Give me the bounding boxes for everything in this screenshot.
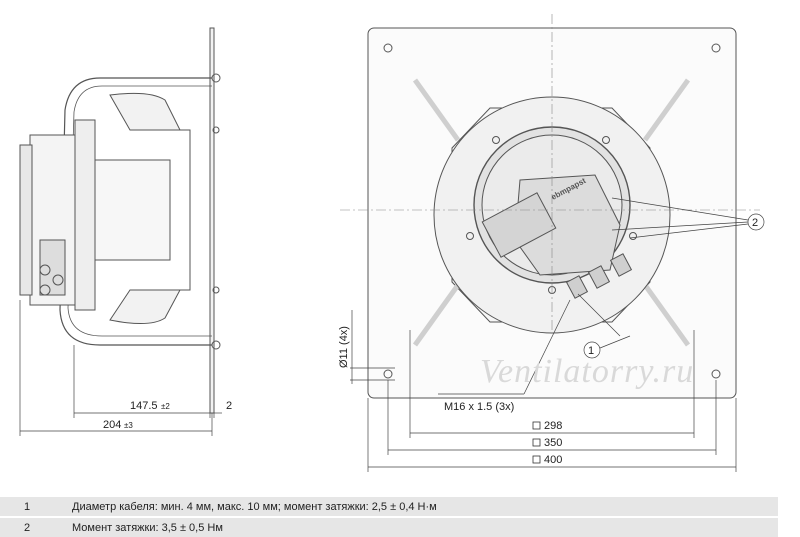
legend-row: 1 Диаметр кабеля: мин. 4 мм, макс. 10 мм… (0, 497, 778, 516)
guard-hole (629, 232, 637, 240)
cable-glands (39, 239, 66, 296)
fixing-point (211, 340, 221, 350)
fixing-point (211, 73, 221, 83)
width-dimensions (367, 330, 737, 472)
callout-1-label: 1 (588, 345, 594, 357)
cable-gland (609, 253, 633, 277)
strut (412, 283, 461, 347)
corner-hole (383, 43, 393, 53)
fixing-point (212, 126, 220, 134)
dim-147-tolerance: ±2 (161, 402, 170, 411)
hole-dimension (350, 310, 395, 384)
rotor-ring (74, 119, 96, 311)
callouts (577, 197, 765, 359)
cable-gland (587, 265, 611, 289)
thread-leader (438, 299, 571, 395)
guard-bar (59, 77, 212, 346)
gland-1 (39, 264, 51, 276)
impeller-blade (109, 289, 181, 324)
dim-204-tolerance: ±3 (124, 421, 133, 430)
corner-hole (711, 43, 721, 53)
strut (642, 283, 691, 347)
side-view (19, 27, 221, 414)
leader-1 (577, 293, 621, 337)
connector-housing (19, 144, 33, 296)
corner-hole (711, 369, 721, 379)
legend-text: Момент затяжки: 3,5 ± 0,5 Нм (72, 521, 223, 534)
guard-hole (602, 136, 610, 144)
legend-row: 2 Момент затяжки: 3,5 ± 0,5 Нм (0, 518, 778, 537)
watermark: Ventilatorry.ru (480, 353, 694, 390)
callout-1-circle (583, 341, 601, 359)
strut (642, 78, 691, 142)
legend-number: 2 (24, 521, 31, 534)
gland-3 (52, 274, 64, 286)
dim-204-label: 204 (103, 419, 121, 431)
corner-hole (383, 369, 393, 379)
leader-2 (611, 197, 749, 221)
strut (412, 78, 461, 142)
thread-label: M16 x 1.5 (3x) (444, 401, 514, 413)
cable-gland (565, 275, 589, 299)
dim-400-label: 400 (544, 454, 562, 466)
dim-350-label: 350 (544, 437, 562, 449)
callout-2-circle (747, 213, 765, 231)
callout-2-label: 2 (752, 217, 758, 229)
fixing-point (212, 286, 220, 294)
dim-147-label: 147.5 (130, 400, 158, 412)
guard-hole (466, 232, 474, 240)
side-dimensions (19, 300, 222, 436)
legend-table: 1 Диаметр кабеля: мин. 4 мм, макс. 10 мм… (0, 497, 778, 537)
legend-text: Диаметр кабеля: мин. 4 мм, макс. 10 мм; … (72, 500, 437, 513)
impeller-blade (109, 92, 181, 131)
legend-number: 1 (24, 500, 31, 513)
dim-plate-label: 2 (226, 400, 232, 412)
gland-2 (39, 284, 51, 296)
dim-298-label: 298 (544, 420, 562, 432)
guard-hole (492, 136, 500, 144)
centre-lines (340, 14, 760, 330)
hole-dia-label: Ø11 (4x) (338, 326, 350, 368)
technical-drawing: 147.5 ±2 2 204 ±3 (19, 14, 765, 472)
impeller-shroud (170, 129, 191, 291)
cooling-fins (481, 192, 557, 258)
motor-body (94, 159, 171, 261)
